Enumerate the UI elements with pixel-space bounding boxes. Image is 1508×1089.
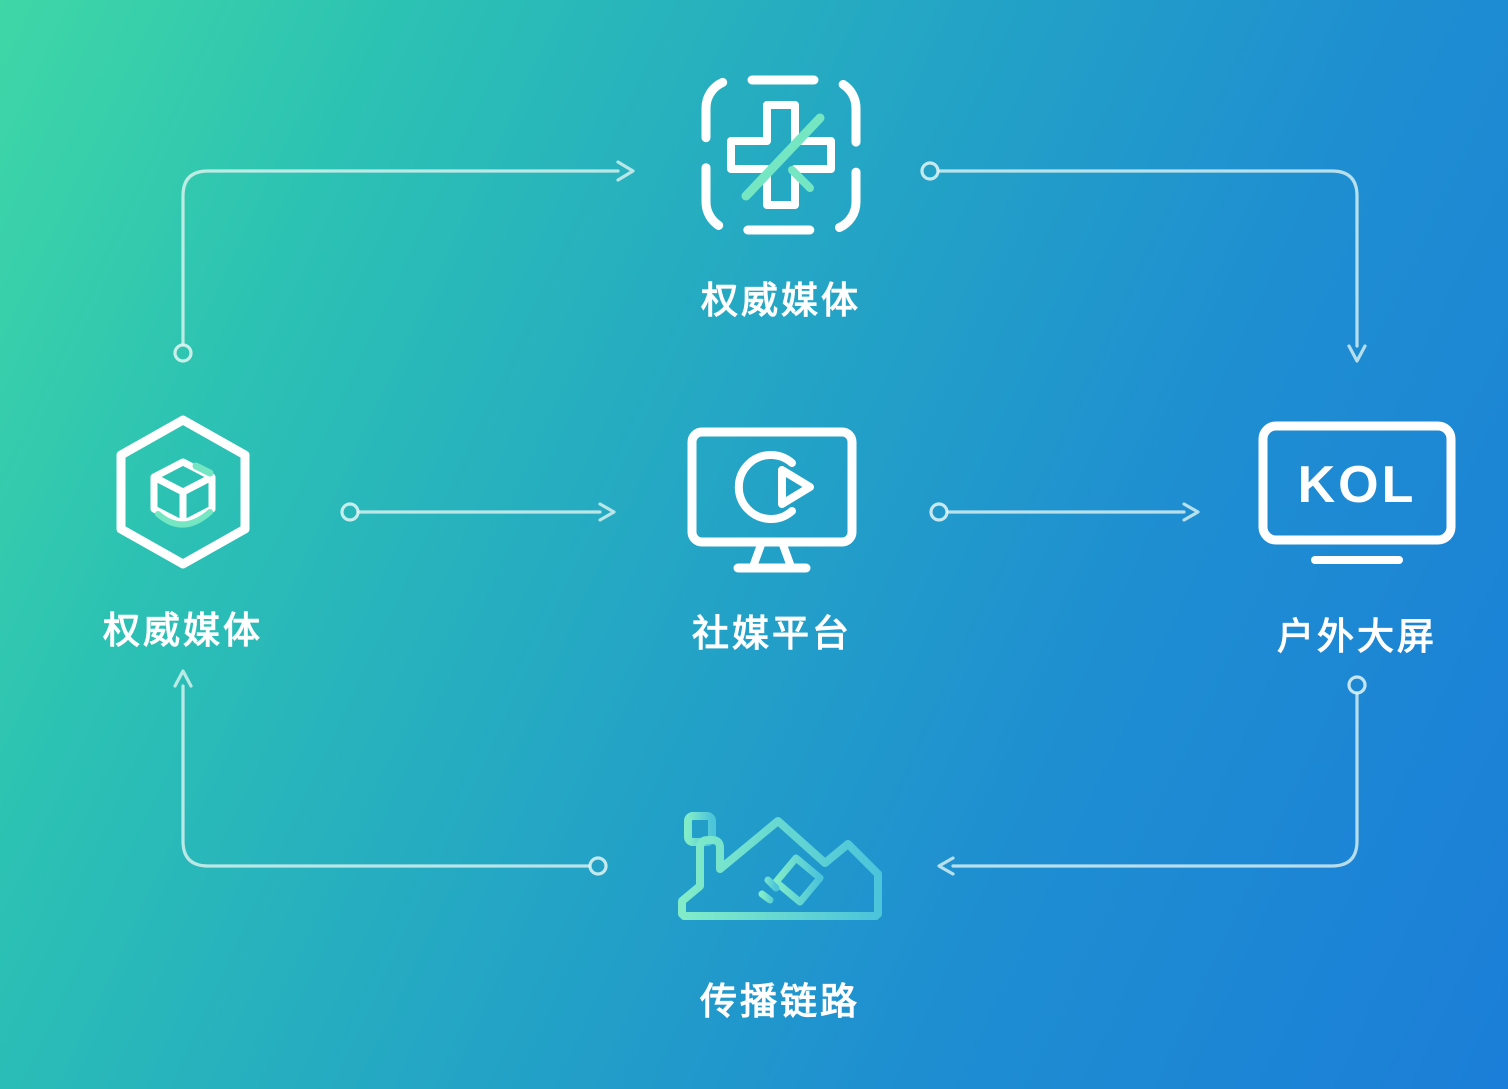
connector-left-to-top <box>173 160 635 363</box>
monitor-stand-legs <box>750 538 794 568</box>
connector-line <box>951 692 1359 868</box>
hexagon-outline <box>116 415 250 569</box>
node-authoritative-media-top: 权威媒体 <box>631 70 931 324</box>
cube-accent-edge <box>192 462 214 477</box>
house-link-icon <box>678 812 882 920</box>
accent-slash <box>741 113 825 201</box>
big-screen-frame <box>1258 421 1456 545</box>
arrowhead-right-icon <box>598 502 616 522</box>
node-propagation-link: 传播链路 <box>630 786 930 1025</box>
connector-start-dot <box>588 856 608 876</box>
arrowhead-down-icon <box>1347 344 1367 363</box>
connector-left-to-center <box>340 502 616 522</box>
cube-accent-swoosh <box>155 509 213 528</box>
connector-center-to-right <box>929 502 1200 522</box>
connector-top-to-right <box>920 161 1367 363</box>
connector-line <box>181 684 591 868</box>
node-outdoor-big-screen: KOL 户外大屏 <box>1207 420 1507 660</box>
house-inner-box <box>772 854 824 906</box>
connector-start-dot <box>929 502 949 522</box>
node-label-bottom: 传播链路 <box>700 981 860 1022</box>
house-outline <box>678 817 882 920</box>
connector-line <box>181 169 620 346</box>
house-inner-ticks <box>758 876 780 904</box>
arrowhead-right-icon <box>1182 502 1200 522</box>
connector-start-dot <box>340 502 360 522</box>
arrowhead-up-icon <box>173 669 193 688</box>
connector-bottom-to-left <box>173 669 608 876</box>
kol-screen-text: KOL <box>1298 456 1417 514</box>
accent-dash <box>788 166 814 192</box>
play-triangle-icon <box>778 466 814 508</box>
node-label-center: 社媒平台 <box>692 613 852 654</box>
arrowhead-right-icon <box>616 160 635 182</box>
connector-right-to-bottom <box>937 675 1367 876</box>
connector-start-dot <box>1347 675 1367 695</box>
node-authoritative-media-left: 权威媒体 <box>33 412 333 654</box>
badge-frame <box>701 75 861 235</box>
monitor-play-icon <box>687 427 857 573</box>
node-social-media-platform: 社媒平台 <box>622 424 922 657</box>
medical-cross-badge-icon <box>701 75 861 235</box>
node-label-left: 权威媒体 <box>103 610 263 651</box>
node-label-right: 户外大屏 <box>1277 616 1437 657</box>
arrowhead-left-icon <box>937 856 955 876</box>
node-label-top: 权威媒体 <box>701 280 861 321</box>
connector-line <box>937 169 1359 348</box>
kol-screen-icon: KOL <box>1258 421 1456 564</box>
share-arc <box>734 451 796 523</box>
monitor-screen <box>687 427 857 547</box>
connector-start-dot <box>173 343 193 363</box>
hexagon-cube-icon <box>116 415 250 569</box>
